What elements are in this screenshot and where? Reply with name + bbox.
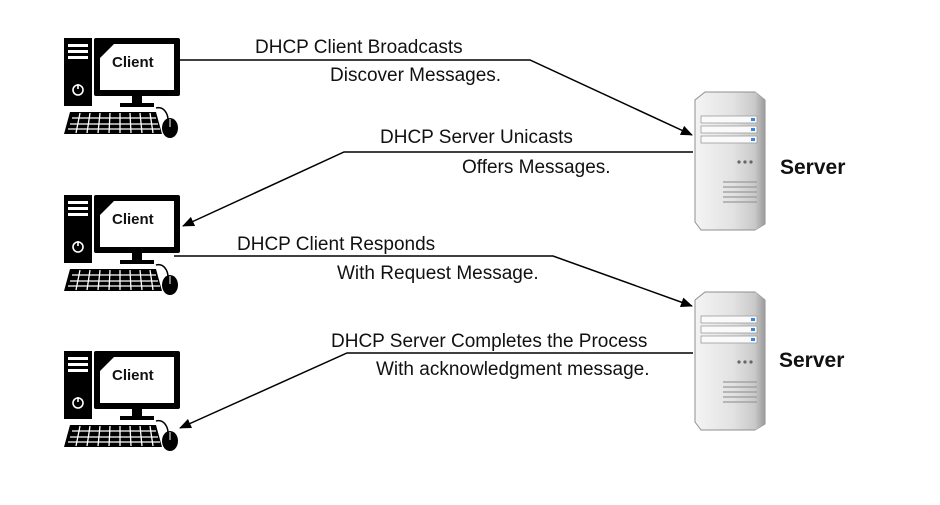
- desktop-computer-icon: [63, 350, 181, 452]
- client-label: Client: [112, 367, 154, 384]
- acknowledge-message-line1: DHCP Server Completes the Process: [331, 331, 648, 352]
- server-2: [694, 291, 766, 431]
- server-label: Server: [779, 349, 845, 372]
- server-1: [694, 91, 766, 231]
- client-computer-2: Client: [63, 194, 181, 296]
- client-label: Client: [112, 211, 154, 228]
- client-computer-1: Client: [63, 37, 181, 139]
- client-label: Client: [112, 54, 154, 71]
- arrow-request: [174, 255, 693, 307]
- desktop-computer-icon: [63, 37, 181, 139]
- arrow-offer: [182, 151, 693, 227]
- request-message-line1: DHCP Client Responds: [237, 234, 436, 255]
- offer-message-line2: Offers Messages.: [462, 157, 611, 178]
- server-tower-icon: [694, 91, 766, 231]
- desktop-computer-icon: [63, 194, 181, 296]
- server-tower-icon: [694, 291, 766, 431]
- discover-message-line1: DHCP Client Broadcasts: [255, 37, 463, 58]
- arrow-acknowledge: [179, 352, 693, 429]
- discover-message-line2: Discover Messages.: [330, 65, 502, 86]
- arrow-discover: [178, 59, 693, 136]
- acknowledge-message-line2: With acknowledgment message.: [376, 359, 650, 380]
- client-computer-3: Client: [63, 350, 181, 452]
- server-label: Server: [780, 156, 846, 179]
- request-message-line2: With Request Message.: [337, 263, 539, 284]
- offer-message-line1: DHCP Server Unicasts: [380, 127, 573, 148]
